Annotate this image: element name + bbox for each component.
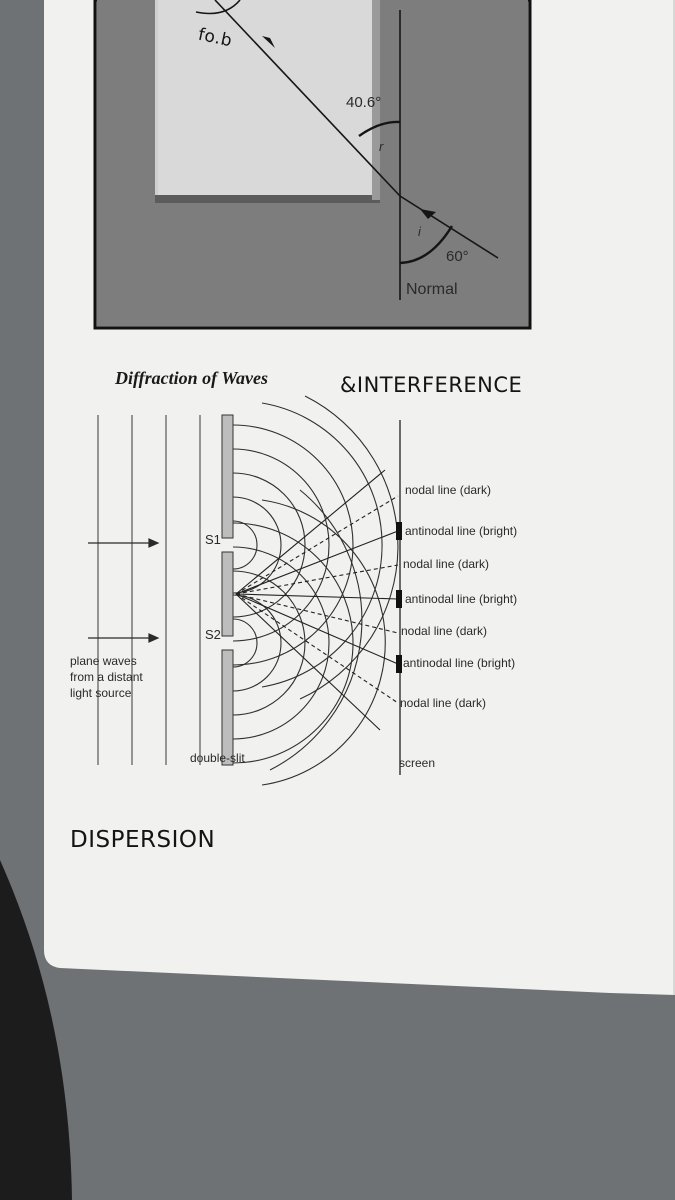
antinodal-lines	[235, 469, 399, 731]
bright-fringe-marker	[396, 522, 402, 540]
source-label-line-1: plane waves	[70, 654, 137, 668]
angle-arc-r	[358, 120, 401, 137]
wavefronts-s2	[232, 489, 386, 786]
bright-fringe-marker	[396, 655, 402, 673]
slit-label-s2: S2	[205, 627, 221, 642]
refracted-ray	[214, 0, 401, 197]
incident-ray	[399, 195, 499, 259]
bright-fringe-marker	[396, 590, 402, 608]
nodal-line-label: nodal line (dark)	[401, 624, 488, 638]
wavefronts-s1	[232, 395, 399, 700]
incident-angle-label: 60°	[446, 248, 469, 265]
section-title: Diffraction of Waves	[115, 368, 268, 388]
refraction-figure	[93, 0, 532, 330]
dark-object	[0, 860, 72, 1200]
plane-wavefronts	[97, 415, 201, 765]
antinodal-line-label: antinodal line (bright)	[405, 524, 518, 538]
nodal-line-label: nodal line (dark)	[405, 483, 492, 497]
double-slit-barrier	[221, 414, 234, 766]
i-symbol: i	[418, 224, 421, 239]
source-label-line-3: light source	[70, 686, 132, 700]
antinodal-line-label: antinodal line (bright)	[405, 592, 518, 606]
source-label-line-2: from a distant	[70, 670, 143, 684]
handwritten-dispersion: DISPERSION	[70, 827, 216, 853]
refracted-angle-label: 40.6°	[346, 94, 382, 111]
double-slit-caption: double-slit	[190, 751, 245, 765]
screen-caption: screen	[399, 756, 436, 770]
nodal-line-label: nodal line (dark)	[403, 557, 490, 571]
propagation-arrows	[88, 538, 160, 643]
nodal-line-label: nodal line (dark)	[400, 696, 487, 710]
r-symbol: r	[379, 139, 384, 154]
antinodal-line-label: antinodal line (bright)	[403, 656, 516, 670]
handwritten-interference: &INTERFERENCE	[340, 373, 523, 397]
nodal-lines	[235, 495, 399, 704]
angle-arc-i	[399, 225, 454, 265]
diffraction-diagram	[88, 395, 402, 786]
normal-label: Normal	[406, 281, 458, 298]
slit-label-s1: S1	[205, 532, 221, 547]
